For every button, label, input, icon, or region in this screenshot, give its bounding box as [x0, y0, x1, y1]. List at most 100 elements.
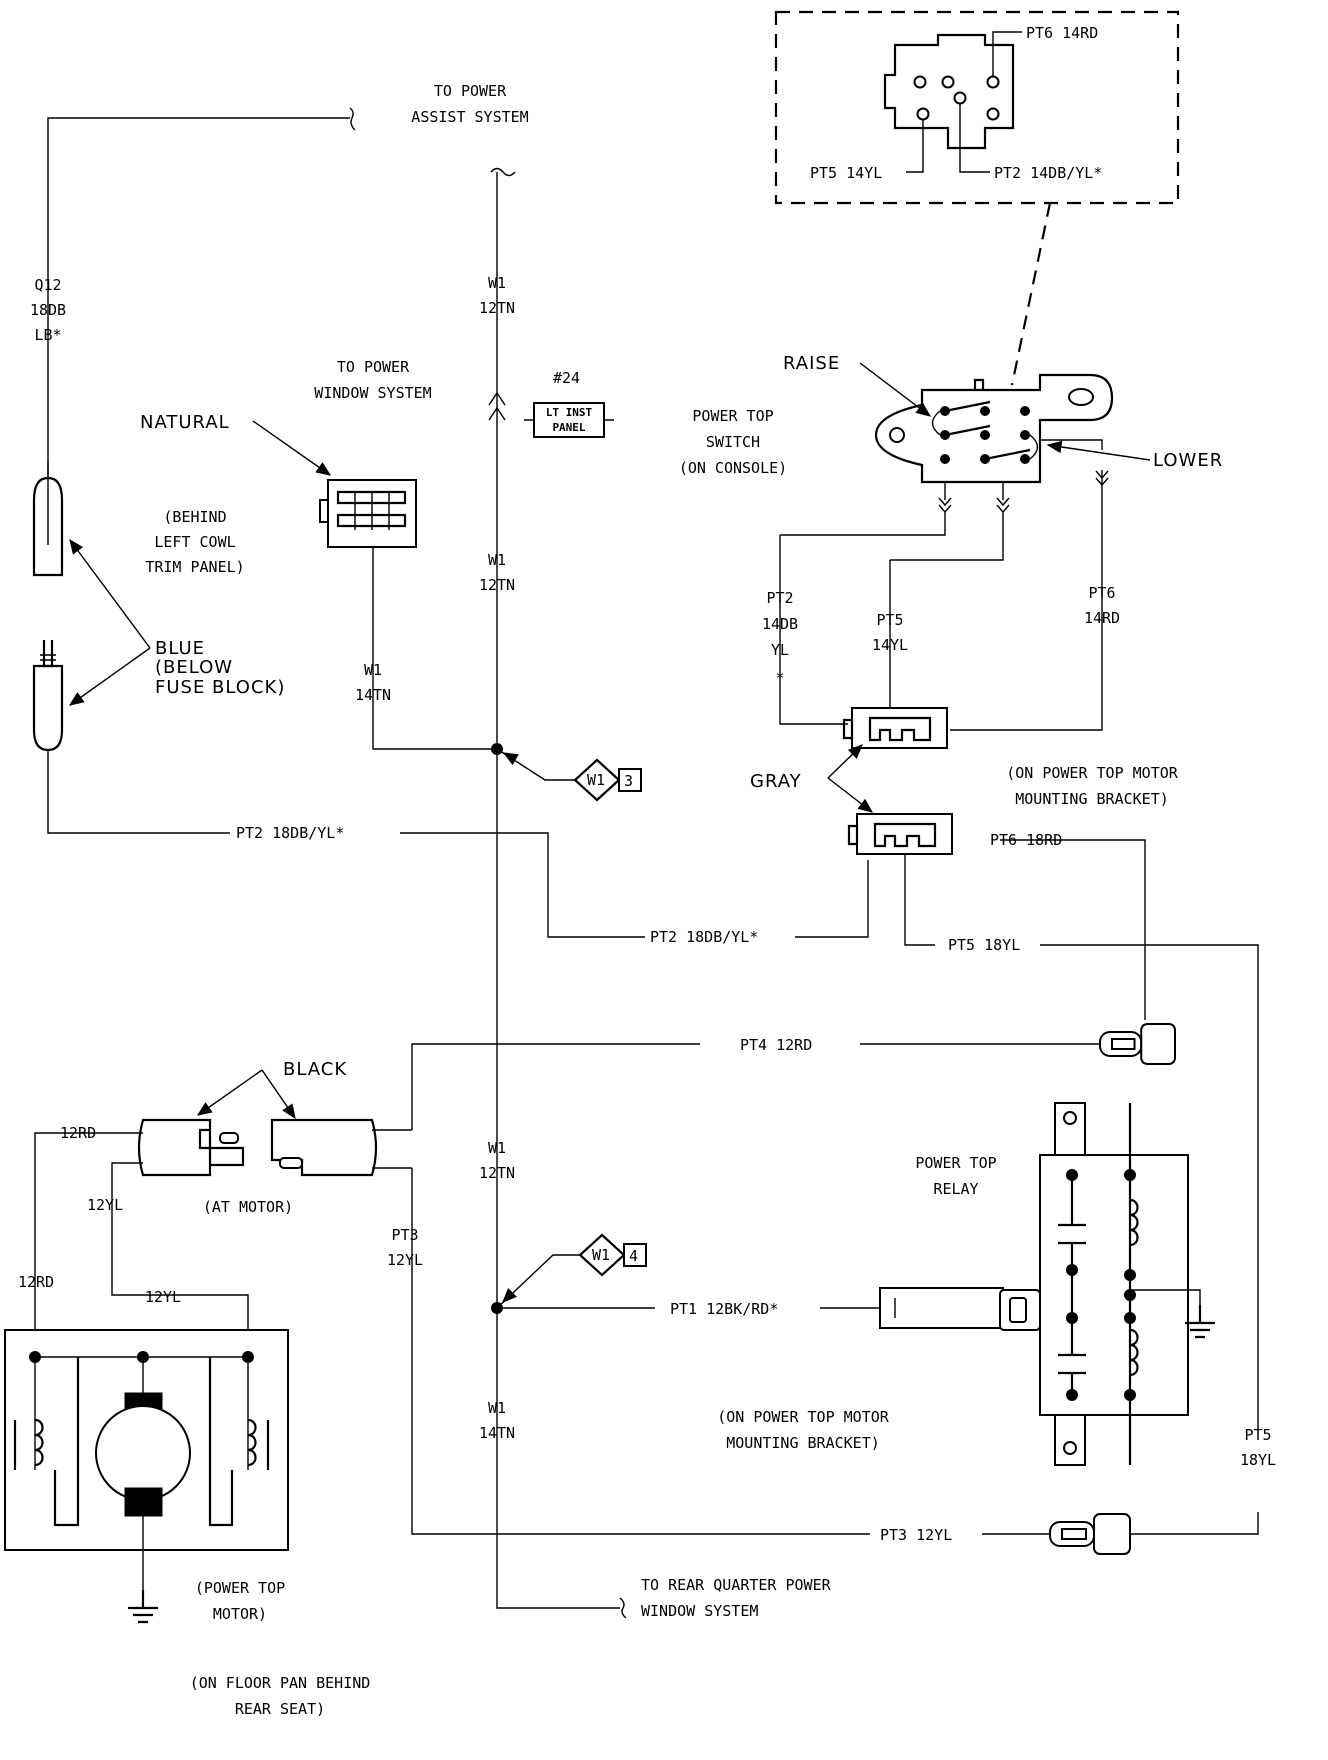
power-top-motor-node-center	[137, 1351, 149, 1363]
diamond-4-arrow	[502, 1288, 517, 1303]
label-q12-3: LB*	[34, 326, 61, 344]
label-power-top-relay-2: RELAY	[933, 1180, 978, 1198]
power-top-motor-node-right	[242, 1351, 254, 1363]
label-lower: LOWER	[1153, 450, 1223, 471]
power-top-motor-armature	[95, 1405, 191, 1501]
raise-pointer-arrowhead	[915, 402, 932, 417]
natural-connector-terminals	[336, 490, 407, 528]
pt4-12rd-connector-male	[1140, 1023, 1176, 1065]
label-pt6-18rd: PT6 18RD	[990, 831, 1062, 849]
black-connector-female-socket	[198, 1128, 245, 1167]
label-pt2-top: PT2 14DB/YL*	[994, 164, 1102, 182]
wire-12rd-motor-field	[34, 1132, 143, 1357]
power-top-relay-side-terminal-pin	[1009, 1297, 1027, 1323]
label-pt3-v-1: PT3	[391, 1226, 418, 1244]
power-top-relay-left-node-1	[1066, 1169, 1078, 1181]
label-w1-14tn-2: 14TN	[355, 686, 391, 704]
power-top-switch	[874, 373, 1114, 500]
power-top-relay-capacitors	[1058, 1223, 1086, 1375]
wire-pt2-18db-left-a	[47, 750, 230, 834]
natural-pointer-arrowhead	[315, 462, 332, 476]
inset-connector-outline	[883, 33, 1015, 150]
label-pt2-v-4: *	[775, 669, 784, 687]
gray-connector-motor-side-latch	[847, 824, 859, 846]
black-pointer-b-arrowhead	[282, 1103, 296, 1120]
power-top-relay-body	[1039, 1154, 1189, 1416]
pt4-12rd-connector-pin	[1111, 1038, 1136, 1050]
label-pt5-18yl: PT5 18YL	[948, 936, 1020, 954]
wire-pt6-14rd-top	[1040, 439, 1103, 450]
power-top-switch-tab	[973, 378, 985, 390]
power-top-motor	[4, 1329, 289, 1590]
natural-connector	[319, 479, 417, 548]
splice-ref-w1-3-shape	[573, 758, 621, 802]
break-mark-rear-quarter	[619, 1597, 627, 1619]
label-power-top-motor-2: MOTOR)	[213, 1605, 267, 1623]
inset-terminal-4	[916, 107, 930, 121]
label-to-power-assist-2: ASSIST SYSTEM	[411, 108, 528, 126]
power-top-motor-internal-wiring	[34, 1356, 249, 1470]
label-pt5-v-1: PT5	[876, 611, 903, 629]
label-natural: NATURAL	[140, 412, 230, 433]
inset-terminal-3	[986, 75, 1000, 89]
lower-pointer-line	[1047, 444, 1151, 461]
splice-ref-w1-4-wire-label: W1	[592, 1246, 610, 1264]
blue-connector-pin-ring	[40, 654, 56, 661]
power-top-motor-field-coil-left	[34, 1418, 44, 1467]
label-gray: GRAY	[750, 771, 802, 792]
blue-pointer-lower-line	[69, 647, 151, 706]
splice-ref-w1-4-shape	[578, 1233, 626, 1277]
natural-connector-dividers	[354, 492, 390, 530]
power-top-relay-coil-upper	[1129, 1198, 1139, 1247]
inset-lead-pt2	[959, 104, 990, 173]
connector-chevron-w1	[488, 392, 506, 421]
pt3-12yl-connector	[1049, 1513, 1131, 1555]
inset-terminal-6	[953, 91, 967, 105]
diamond-3-arrow	[502, 752, 519, 766]
label-pt6-top: PT6 14RD	[1026, 24, 1098, 42]
power-top-switch-terminal-view: PT6 14RD PT5 14YL PT2 14DB/YL*	[774, 10, 1180, 386]
gray-connector-motor-side-body	[856, 813, 953, 855]
power-top-relay-bottom-terminal	[1054, 1414, 1086, 1466]
label-pt3-v-2: 12YL	[387, 1251, 423, 1269]
inset-dashed-box	[774, 10, 1180, 205]
power-top-relay-mid-node-3	[1124, 1312, 1136, 1324]
label-blue-2: (BELOW	[155, 657, 233, 678]
splice-ref-w1-3: W1 3	[573, 758, 642, 802]
label-to-rear-1: TO REAR QUARTER POWER	[641, 1576, 832, 1594]
wires	[34, 107, 1259, 1619]
label-to-power-window-2: WINDOW SYSTEM	[314, 384, 431, 402]
power-top-switch-mount-hole-left	[889, 427, 905, 443]
label-pt5-top: PT5 14YL	[810, 164, 882, 182]
label-w1-low-2: 12TN	[479, 1164, 515, 1182]
label-pt5-right-2: 18YL	[1240, 1451, 1276, 1469]
splice-ref-w1-3-number: 3	[624, 772, 633, 790]
splice-ref-w1-4-number: 4	[629, 1247, 638, 1265]
label-power-top-relay-1: POWER TOP	[915, 1154, 996, 1172]
inset-terminal-2	[941, 75, 955, 89]
black-connector-leads	[372, 1129, 412, 1169]
power-top-relay-coil-lower	[1129, 1328, 1139, 1377]
power-top-switch-chevron-pt2	[938, 497, 952, 514]
power-top-switch-contact-9	[1020, 454, 1030, 464]
label-pt2-v-1: PT2	[766, 589, 793, 607]
splice-ref-w1-3-wire-label: W1	[587, 771, 605, 789]
blue-pointer-upper-arrowhead	[69, 538, 84, 555]
wire-pt6-18rd	[1000, 839, 1146, 1020]
inset-lead-pt6	[992, 31, 1022, 76]
wire-splice-to-diamond-4	[496, 1254, 580, 1309]
black-pointer-a-arrowhead	[196, 1102, 213, 1116]
blue-connector-male	[32, 664, 64, 752]
gray-connector-switch-side-terminals	[868, 716, 932, 742]
label-w1-low-1: W1	[488, 1139, 506, 1157]
splice-ref-w1-4: W1 4	[578, 1233, 647, 1277]
wire-w1-main-vertical	[496, 172, 620, 1609]
label-behind-2: LEFT COWL	[154, 533, 235, 551]
power-top-motor-brush-lower	[124, 1487, 163, 1517]
pt3-12yl-connector-pin	[1061, 1528, 1087, 1540]
label-q12-1: Q12	[34, 276, 61, 294]
label-bracket-1: (ON POWER TOP MOTOR	[1006, 764, 1179, 782]
power-top-relay	[999, 1102, 1201, 1466]
